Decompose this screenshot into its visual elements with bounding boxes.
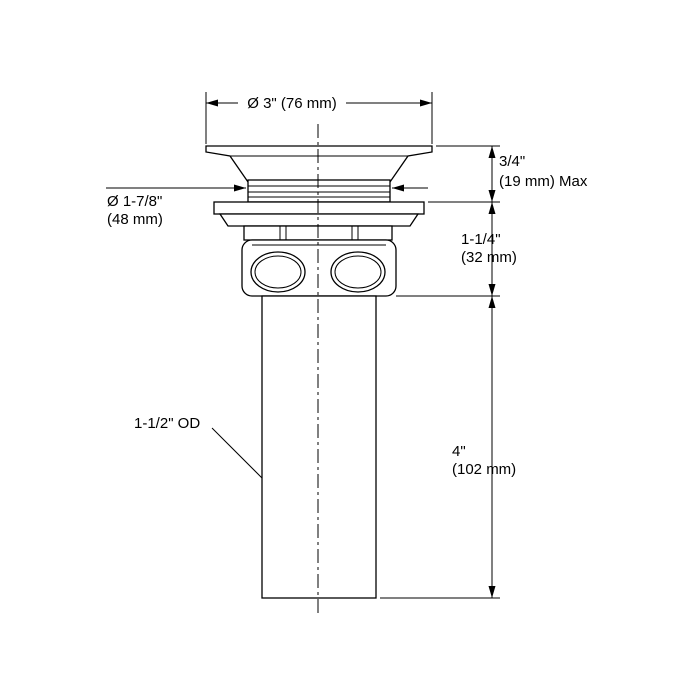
body-height-label-line2: (32 mm) [461, 249, 517, 266]
top-diameter-label: Ø 3" (76 mm) [247, 95, 337, 112]
nut-chamfer [218, 213, 420, 227]
tailpiece-od-leader [211, 427, 263, 479]
flange-height-arrow-bottom [488, 190, 496, 202]
body-height-arrow-bottom [488, 284, 496, 296]
flange-height-label-line1: 3/4" [499, 153, 525, 170]
tailpiece-length-label-line1: 4" [452, 443, 466, 460]
body-diameter-label-line1: Ø 1-7/8" [107, 193, 162, 210]
top-dim-arrow-left [206, 99, 218, 107]
tailpiece-length-label-line2: (102 mm) [452, 461, 516, 478]
body-dia-arrow-right [392, 184, 404, 192]
mounting-nut [213, 201, 425, 215]
body-dia-arrow-left [234, 184, 246, 192]
top-dim-arrow-right [420, 99, 432, 107]
body-height-label-line1: 1-1/4" [461, 231, 501, 248]
tailpiece [261, 295, 377, 599]
overflow-opening-right-inner [334, 255, 382, 289]
body-height-arrow-top [488, 202, 496, 214]
flange-height-arrow-top [488, 146, 496, 158]
drain-flange [205, 145, 433, 183]
tailpiece-od-label: 1-1/2" OD [134, 415, 200, 432]
body-diameter-label-line2: (48 mm) [107, 211, 163, 228]
overflow-opening-right [330, 251, 386, 293]
tail-length-arrow-bottom [488, 586, 496, 598]
drain-body-thread [247, 179, 391, 203]
flange-height-label-line2: (19 mm) Max [499, 173, 588, 190]
tail-length-arrow-top [488, 296, 496, 308]
overflow-opening-left-inner [254, 255, 302, 289]
overflow-opening-left [250, 251, 306, 293]
